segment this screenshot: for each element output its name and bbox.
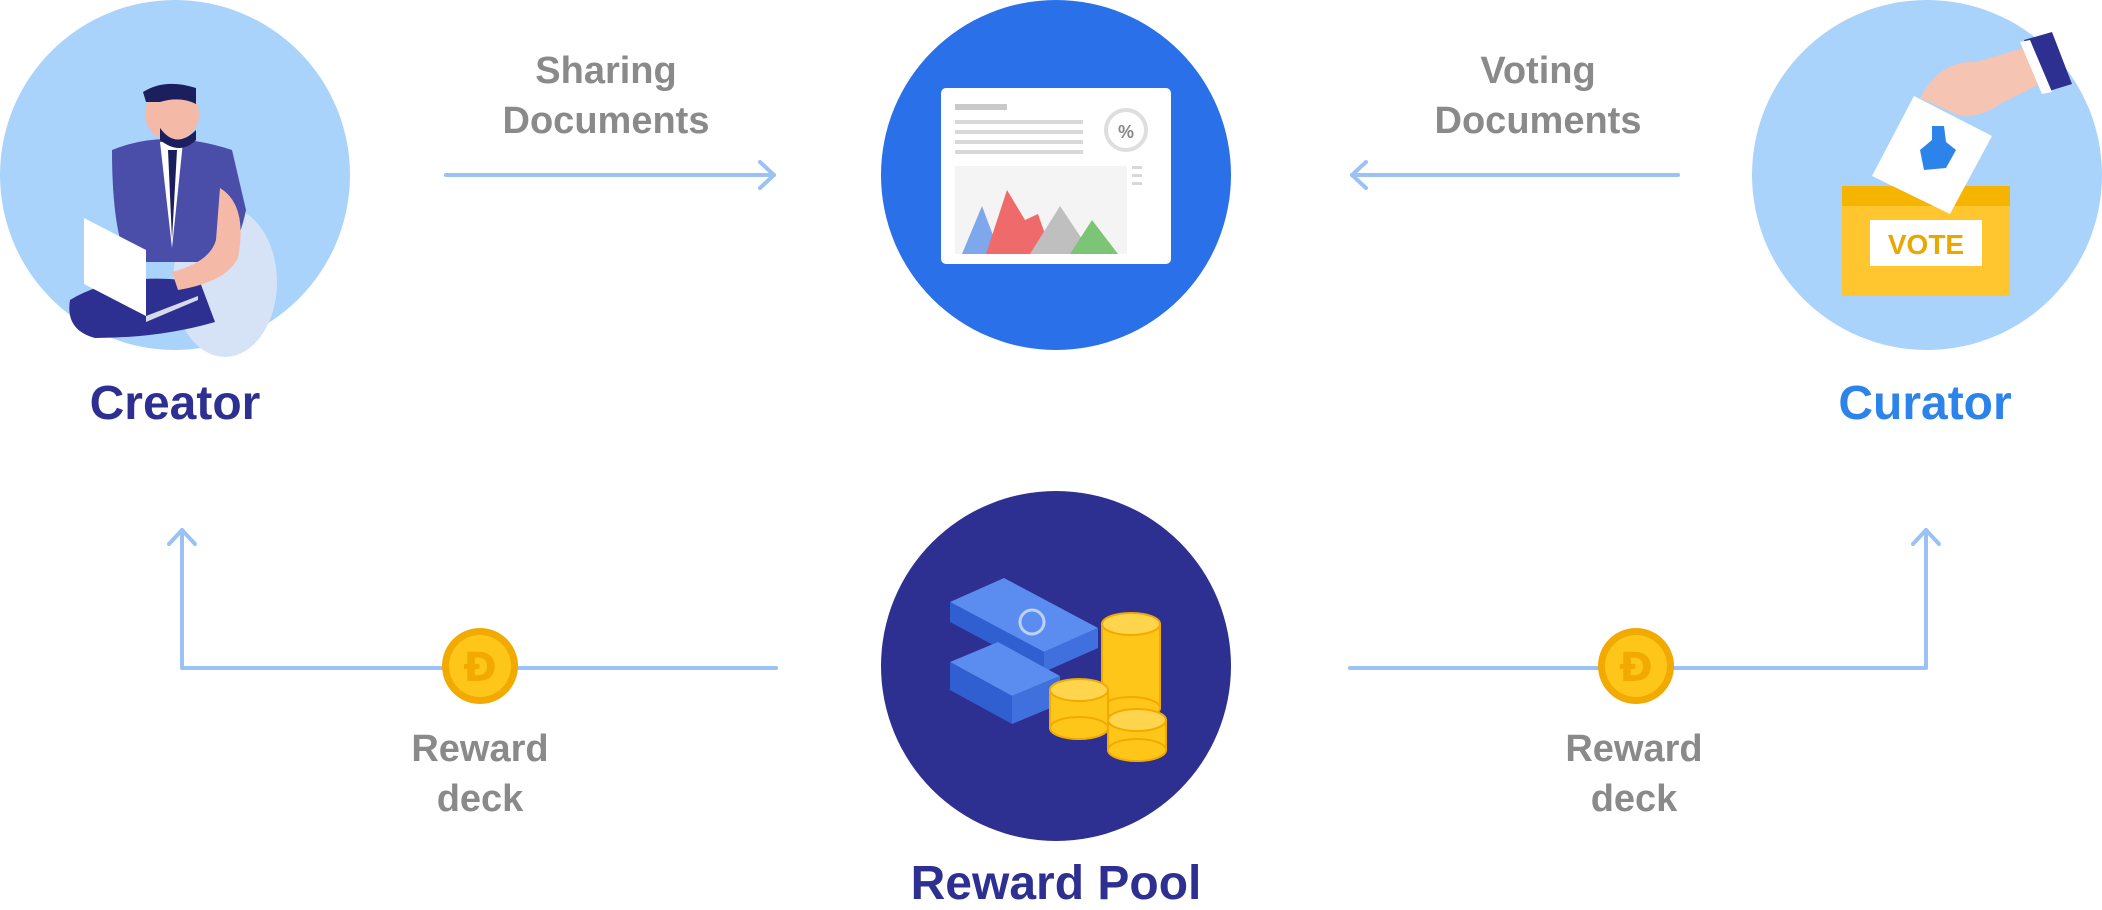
reward-right-line2: deck (1590, 778, 1678, 820)
reward-left-line1: Reward (411, 728, 549, 770)
reward-deck-label-left: Reward deck (380, 724, 580, 824)
coin-glyph: Đ (1619, 645, 1653, 691)
reward-deck-label-right: Reward deck (1534, 724, 1734, 824)
voting-label-line1: Voting (1480, 50, 1596, 92)
arrow-reward-right (1348, 528, 1941, 670)
money-stack-icon (950, 578, 1098, 724)
creator-person-icon (69, 83, 277, 357)
ballot-box-icon: VOTE (1842, 186, 2010, 296)
reward-left-line2: deck (436, 778, 524, 820)
hand-icon (1920, 32, 2072, 117)
creator-label: Creator (89, 377, 261, 430)
document-chart-icon: % (941, 88, 1171, 264)
reward-right-line1: Reward (1565, 728, 1703, 770)
ballot-paper-icon (1872, 96, 1992, 214)
percent-glyph: % (1118, 122, 1134, 142)
reward-pool-node (881, 491, 1231, 841)
curator-label: Curator (1838, 377, 2012, 430)
voting-documents-label: Voting Documents (1378, 46, 1698, 146)
coin-icon: Đ (1598, 628, 1674, 704)
sharing-documents-label: Sharing Documents (446, 46, 766, 146)
sharing-label-line2: Documents (502, 100, 710, 142)
coin-icon: Đ (442, 628, 518, 704)
arrow-sharing (444, 160, 776, 190)
creator-node (0, 0, 350, 357)
coin-glyph: Đ (463, 645, 497, 691)
vote-label: VOTE (1888, 229, 1964, 260)
coin-stack-icon (1049, 612, 1167, 762)
sharing-label-line1: Sharing (535, 50, 677, 92)
reward-pool-label: Reward Pool (910, 857, 1202, 910)
voting-label-line2: Documents (1434, 100, 1642, 142)
arrow-voting (1350, 160, 1680, 190)
arrow-reward-left (167, 528, 778, 670)
documents-node: % (881, 0, 1231, 350)
curator-node: VOTE (1752, 0, 2102, 350)
